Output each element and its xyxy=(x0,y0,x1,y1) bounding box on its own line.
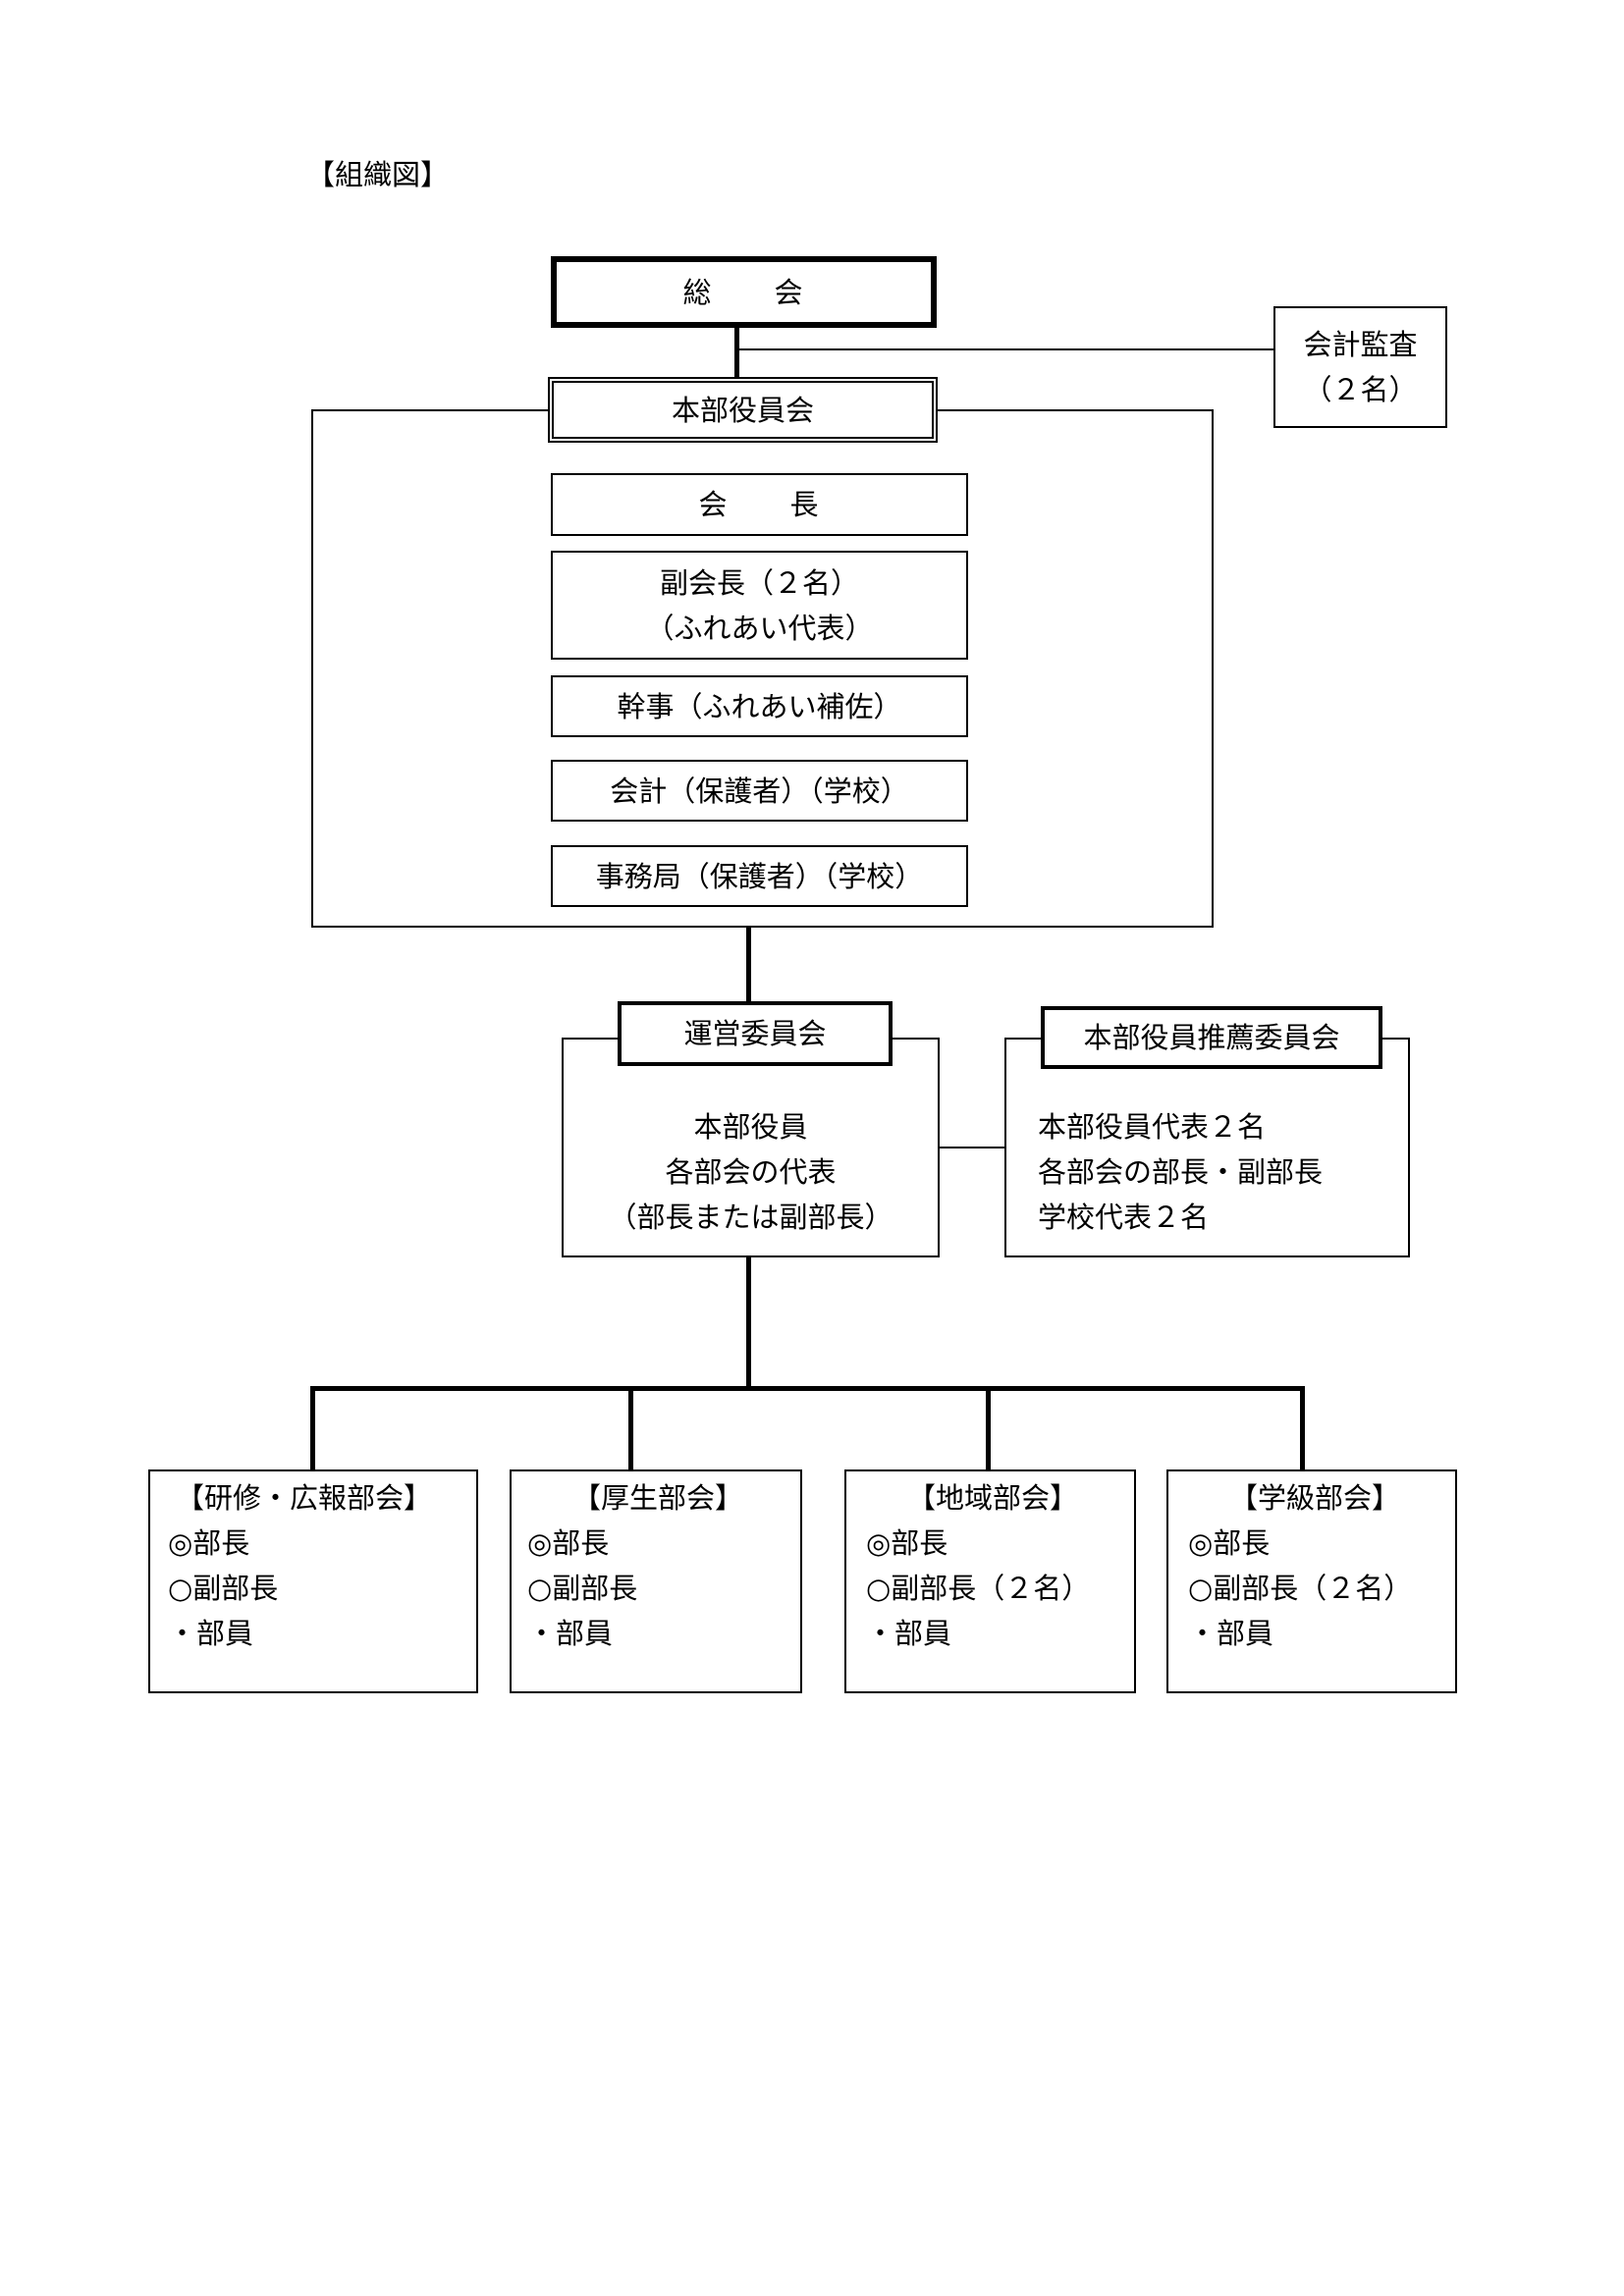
hq-member-office-label: 事務局（保護者）（学校） xyxy=(595,859,924,893)
audit-box: 会計監査 （２名） xyxy=(1273,306,1447,428)
steering-line-1: 本部役員 xyxy=(693,1110,808,1144)
hq-board-label: 本部役員会 xyxy=(671,393,814,427)
hq-member-president-label: 会 長 xyxy=(698,488,821,521)
connector-audit xyxy=(734,348,1274,350)
department-box-welfare: 【厚生部会】 ◎部長 ○副部長 ・部員 xyxy=(510,1469,802,1693)
connector-dept-3 xyxy=(986,1386,991,1470)
general-assembly-box: 総 会 xyxy=(551,256,937,328)
department-line: ○副部長（２名） xyxy=(1188,1572,1413,1605)
hq-member-treasurer: 会計（保護者）（学校） xyxy=(551,760,968,822)
department-line: ◎部長 xyxy=(527,1526,610,1560)
hq-member-office: 事務局（保護者）（学校） xyxy=(551,845,968,907)
department-line: ○副部長 xyxy=(527,1572,638,1605)
connector-dept-2 xyxy=(628,1386,633,1470)
department-line: ◎部長 xyxy=(168,1526,250,1560)
department-name: 【学級部会】 xyxy=(1229,1481,1401,1515)
department-line: ・部員 xyxy=(168,1617,254,1650)
nomination-line-1: 本部役員代表２名 xyxy=(1038,1110,1267,1144)
nomination-line-3: 学校代表２名 xyxy=(1038,1201,1210,1234)
hq-member-vice-president-line-1: 副会長（２名） xyxy=(659,565,859,600)
connector-dept-1 xyxy=(310,1386,315,1470)
nomination-line-2: 各部会の部長・副部長 xyxy=(1038,1155,1324,1189)
department-line: ○副部長 xyxy=(168,1572,279,1605)
department-line: ◎部長 xyxy=(1188,1526,1271,1560)
department-name: 【地域部会】 xyxy=(907,1481,1079,1515)
department-box-class: 【学級部会】 ◎部長 ○副部長（２名） ・部員 xyxy=(1166,1469,1457,1693)
steering-committee-box: 本部役員 各部会の代表 （部長または副部長） xyxy=(562,1038,940,1257)
general-assembly-label: 総 会 xyxy=(682,275,805,309)
page-title: 【組織図】 xyxy=(306,158,450,191)
nomination-committee-label: 本部役員推薦委員会 xyxy=(1083,1021,1340,1054)
department-box-community: 【地域部会】 ◎部長 ○副部長（２名） ・部員 xyxy=(844,1469,1136,1693)
department-line: ○副部長（２名） xyxy=(866,1572,1091,1605)
department-line: ・部員 xyxy=(527,1617,614,1650)
hq-member-vice-president-line-2: （ふれあい代表） xyxy=(645,611,874,645)
audit-line-1: 会計監査 xyxy=(1303,328,1418,361)
department-name: 【厚生部会】 xyxy=(572,1481,744,1515)
hq-member-president: 会 長 xyxy=(551,473,968,536)
nomination-committee-box: 本部役員代表２名 各部会の部長・副部長 学校代表２名 xyxy=(1004,1038,1410,1257)
department-line: ◎部長 xyxy=(866,1526,948,1560)
department-line: ・部員 xyxy=(866,1617,952,1650)
hq-member-vice-president: 副会長（２名） （ふれあい代表） xyxy=(551,551,968,660)
department-line: ・部員 xyxy=(1188,1617,1274,1650)
audit-line-2: （２名） xyxy=(1303,373,1418,406)
hq-member-secretary: 幹事（ふれあい補佐） xyxy=(551,675,968,737)
department-box-training-pr: 【研修・広報部会】 ◎部長 ○副部長 ・部員 xyxy=(148,1469,478,1693)
steering-committee-label: 運営委員会 xyxy=(683,1017,827,1050)
steering-line-2: 各部会の代表 xyxy=(665,1155,837,1189)
connector-steering-nomination xyxy=(938,1147,1005,1148)
connector-dept-4 xyxy=(1300,1386,1305,1470)
steering-committee-label-box: 運営委員会 xyxy=(618,1001,893,1066)
connector-hq-steering xyxy=(746,927,751,1003)
connector-dept-bus xyxy=(310,1386,1305,1391)
connector-assembly-hq xyxy=(734,328,739,379)
nomination-committee-label-box: 本部役員推薦委員会 xyxy=(1041,1006,1382,1069)
hq-board-label-box: 本部役員会 xyxy=(548,377,938,443)
hq-member-treasurer-label: 会計（保護者）（学校） xyxy=(610,774,909,808)
department-name: 【研修・広報部会】 xyxy=(176,1481,433,1515)
hq-member-secretary-label: 幹事（ふれあい補佐） xyxy=(617,689,902,723)
connector-steering-trunk xyxy=(746,1255,751,1391)
steering-line-3: （部長または副部長） xyxy=(608,1201,893,1234)
